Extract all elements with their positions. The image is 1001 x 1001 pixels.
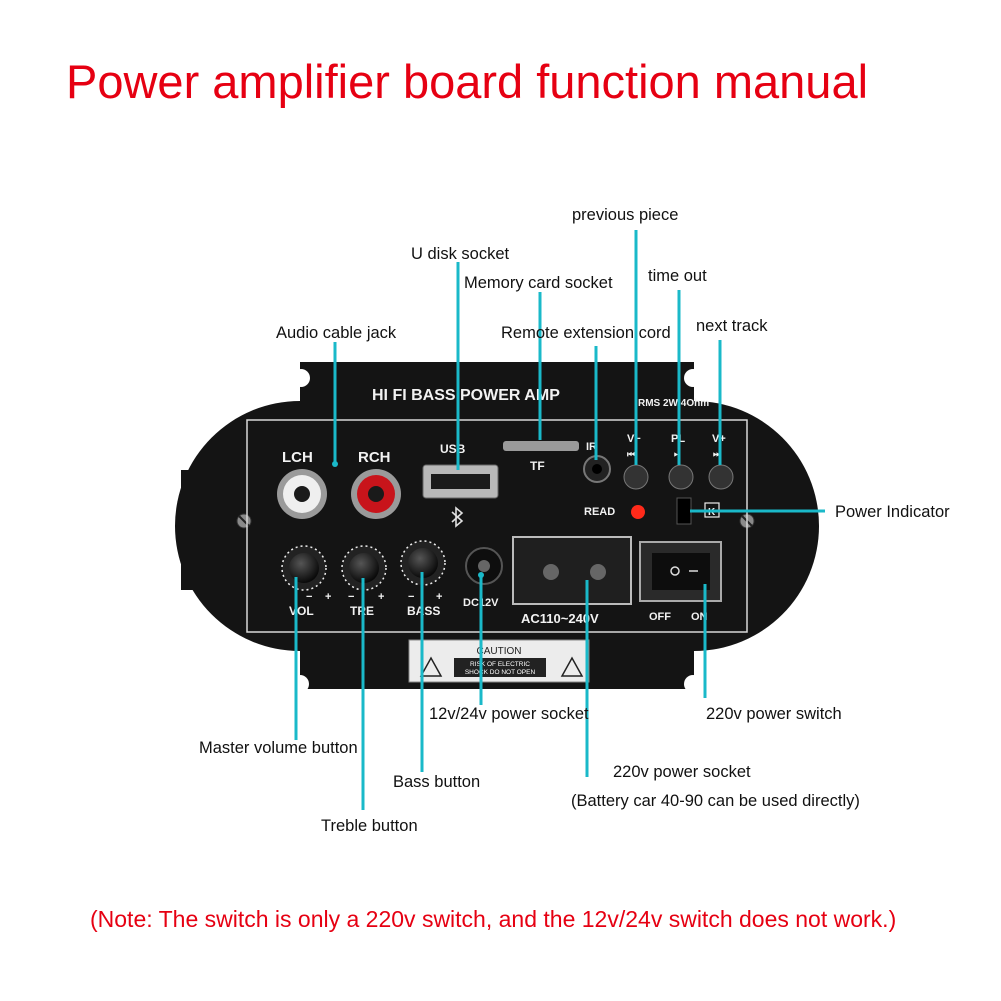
label-remote-extension-cord: Remote extension cord (501, 324, 671, 342)
on-label: ON (691, 611, 708, 623)
label-battery-note: (Battery car 40-90 can be used directly) (571, 792, 860, 810)
ir-label: IR (586, 441, 597, 453)
rca-jack-left[interactable] (277, 469, 327, 519)
label-power-indicator: Power Indicator (835, 503, 950, 521)
mounting-hole (684, 369, 702, 387)
bass-label: BASS (407, 604, 440, 618)
board-rating-text: RMS 2W 4Ohm (638, 398, 709, 409)
rocker-switch[interactable] (639, 541, 722, 602)
warning-icon (419, 656, 443, 677)
rca-jack-right[interactable] (351, 469, 401, 519)
label-220v-power-socket: 220v power socket (613, 763, 751, 781)
pause-button[interactable] (668, 464, 694, 490)
svg-text:⏮: ⏮ (627, 449, 635, 459)
svg-text:−: − (306, 591, 312, 603)
label-master-volume-button: Master volume button (199, 739, 358, 757)
mounting-hole (684, 675, 702, 693)
treble-knob[interactable] (341, 545, 387, 591)
board-header-text: HI FI BASS POWER AMP (372, 387, 560, 404)
usb-label: USB (440, 442, 466, 456)
label-memory-card-socket: Memory card socket (464, 274, 613, 292)
previous-button[interactable] (623, 464, 649, 490)
svg-text:⏭: ⏭ (713, 449, 722, 459)
label-time-out: time out (648, 267, 707, 285)
tf-card-slot[interactable] (503, 441, 579, 451)
svg-text:−: − (408, 591, 414, 603)
label-12v24v-power-socket: 12v/24v power socket (429, 705, 589, 723)
leader-lines (294, 230, 825, 810)
lch-label: LCH (282, 449, 313, 466)
next-button[interactable] (708, 464, 734, 490)
warning-icon (560, 656, 584, 677)
label-bass-button: Bass button (393, 773, 481, 791)
svg-text:+: + (436, 591, 442, 603)
caution-line-2: SHOCK DO NOT OPEN (465, 669, 536, 676)
mounting-hole (291, 675, 309, 693)
power-indicator-led (676, 497, 692, 525)
rch-label: RCH (358, 449, 391, 466)
switch-note: (Note: The switch is only a 220v switch,… (90, 906, 897, 932)
label-next-track: next track (696, 317, 768, 335)
svg-text:+: + (378, 591, 384, 603)
label-previous-piece: previous piece (572, 206, 679, 224)
label-220v-power-switch: 220v power switch (706, 705, 842, 723)
off-label: OFF (649, 611, 671, 623)
ac-rating-label: AC110~240V (521, 611, 599, 626)
read-led-icon (631, 505, 645, 519)
bass-knob[interactable] (400, 540, 446, 586)
mounting-hole (292, 369, 310, 387)
page-title: Power amplifier board function manual (66, 55, 869, 108)
label-audio-cable-jack: Audio cable jack (276, 324, 397, 342)
v-minus-label: V− (627, 433, 641, 445)
label-u-disk-socket: U disk socket (411, 245, 510, 263)
volume-knob[interactable] (281, 545, 327, 591)
dc12v-jack[interactable] (465, 547, 503, 585)
bluetooth-icon (451, 506, 464, 528)
vol-label: VOL (289, 604, 314, 618)
label-treble-button: Treble button (321, 817, 418, 835)
read-label: READ (584, 506, 615, 518)
caution-title: CAUTION (477, 646, 522, 657)
svg-text:+: + (325, 591, 331, 603)
usb-port[interactable] (422, 464, 499, 499)
ac-power-socket[interactable] (512, 536, 632, 605)
tf-label: TF (530, 459, 545, 473)
caution-line-1: RISK OF ELECTRIC (470, 661, 530, 668)
svg-text:−: − (348, 591, 354, 603)
caution-sticker: CAUTION RISK OF ELECTRIC SHOCK DO NOT OP… (408, 639, 590, 683)
